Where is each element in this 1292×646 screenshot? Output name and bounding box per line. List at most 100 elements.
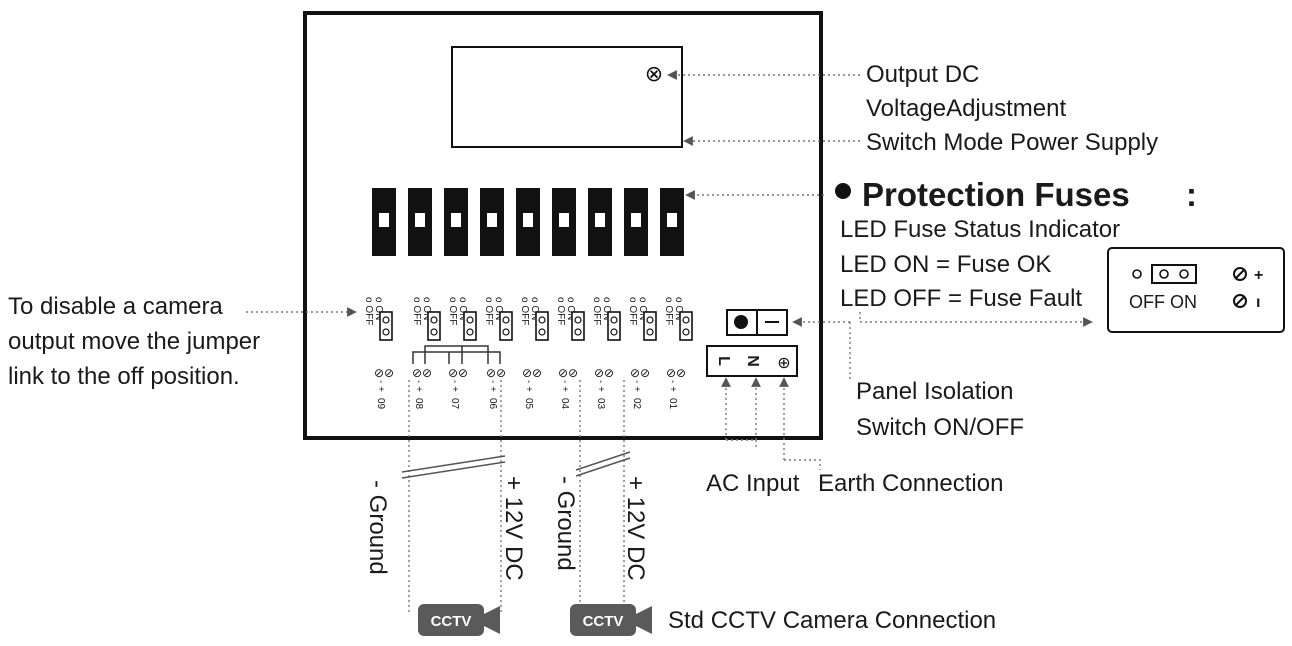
disable-label-line3: link to the off position. — [8, 363, 240, 390]
jumper-pin — [502, 316, 510, 324]
screw-terminals: ⊘⊘ — [666, 366, 686, 380]
jumper-link — [535, 311, 549, 341]
earth-connection-label: Earth Connection — [818, 470, 1003, 497]
jumper-off-label: o OFF — [663, 297, 674, 325]
fuse-08 — [408, 188, 432, 256]
output-terminal-04: ⊘⊘- +04 — [558, 366, 578, 410]
terminal-polarity: - + — [631, 380, 642, 392]
jumper-pin — [430, 328, 438, 336]
jumper-on-label: o ON — [493, 297, 504, 320]
jumper-pin — [646, 316, 654, 324]
output-terminal-09: ⊘⊘- +09 — [374, 366, 394, 410]
jumper-pin — [502, 328, 510, 336]
voltage-adjustment-label: VoltageAdjustment — [866, 95, 1066, 122]
ground-label-a: - Ground — [364, 480, 391, 575]
output-links — [412, 345, 501, 364]
jumper-link — [463, 311, 477, 341]
fuse-03 — [588, 188, 612, 256]
screw-terminals: ⊘⊘ — [594, 366, 614, 380]
jumper-off-label: o OFF — [627, 297, 638, 325]
neutral-terminal: N — [744, 355, 761, 367]
fuse-led-window — [595, 213, 605, 227]
jumper-pin — [382, 316, 390, 324]
output-terminal-07: ⊘⊘- +07 — [448, 366, 468, 410]
fuse-09 — [372, 188, 396, 256]
jumper-pin — [466, 316, 474, 324]
jumper-off-label: o OFF — [519, 297, 530, 325]
jumper-link — [679, 311, 693, 341]
output-terminal-05: ⊘⊘- +05 — [522, 366, 542, 410]
screw-terminals: ⊘⊘ — [522, 366, 542, 380]
jumper-pin — [574, 316, 582, 324]
screw-terminals: ⊘⊘ — [630, 366, 650, 380]
screw-terminals: ⊘⊘ — [412, 366, 432, 380]
output-dc-label: Output DC — [866, 61, 979, 88]
fuse-led-window — [415, 213, 425, 227]
switch-on-indicator — [734, 315, 748, 329]
jumper-on-label: o ON — [673, 297, 684, 320]
jumper-on-label: o ON — [457, 297, 468, 320]
output-terminal-06: ⊘⊘- +06 — [486, 366, 506, 410]
channel-number: 07 — [449, 398, 460, 410]
ground-label-b: - Ground — [552, 476, 579, 571]
cctv-camera-2: CCTV — [570, 604, 652, 636]
jumper-off-label: o OFF — [483, 297, 494, 325]
terminal-polarity: - + — [667, 380, 678, 392]
terminal-polarity: - + — [559, 380, 570, 392]
fuse-led-window — [523, 213, 533, 227]
channel-number: 04 — [559, 398, 570, 410]
jumper-off-label: o OFF — [555, 297, 566, 325]
jumper-pin — [538, 328, 546, 336]
channel-number: 06 — [487, 398, 498, 410]
protection-fuses — [372, 188, 684, 256]
fuse-led-window — [667, 213, 677, 227]
plus12-label-b: + 12V DC — [622, 476, 649, 581]
jumper-pin — [610, 316, 618, 324]
jumper-on-label: o ON — [373, 297, 384, 320]
jumper-pin — [610, 328, 618, 336]
jumper-on-label: o ON — [601, 297, 612, 320]
jumper-pin — [382, 328, 390, 336]
jumper-off-label: o OFF — [447, 297, 458, 325]
plus12-label-a: + 12V DC — [500, 476, 527, 581]
jumper-pin — [430, 316, 438, 324]
jumper-link — [571, 311, 585, 341]
fuse-04 — [552, 188, 576, 256]
legend-off-on: OFF ON — [1129, 292, 1197, 312]
output-terminals: ⊘⊘- +09⊘⊘- +08⊘⊘- +07⊘⊘- +06⊘⊘- +05⊘⊘- +… — [374, 366, 686, 410]
ac-terminal-block: L N ⊕ — [706, 345, 798, 377]
jumper-on-label: o ON — [565, 297, 576, 320]
camera-wires — [401, 380, 631, 612]
jumper-on-label: o ON — [421, 297, 432, 320]
fuse-02 — [624, 188, 648, 256]
protection-fuses-title: Protection Fuses — [862, 176, 1130, 213]
led-on-label: LED ON = Fuse OK — [840, 251, 1051, 278]
fuse-led-window — [631, 213, 641, 227]
jumper-link — [607, 311, 621, 341]
channel-number: 03 — [595, 398, 606, 410]
jumper-pin — [574, 328, 582, 336]
switch-mode-label: Switch Mode Power Supply — [866, 129, 1158, 156]
ac-input-label: AC Input — [706, 470, 800, 497]
cctv-camera-1: CCTV — [418, 604, 500, 636]
fuse-led-window — [559, 213, 569, 227]
channel-number: 01 — [667, 398, 678, 410]
output-terminal-02: ⊘⊘- +02 — [630, 366, 650, 410]
fuse-led-window — [451, 213, 461, 227]
panel-isolation-switch[interactable] — [726, 309, 788, 336]
terminal-polarity: - + — [413, 380, 424, 392]
led-fuse-status-label: LED Fuse Status Indicator — [840, 216, 1120, 243]
fuse-05 — [516, 188, 540, 256]
legend-plus: + — [1254, 267, 1263, 284]
fuse-led-window — [379, 213, 389, 227]
voltage-adjust-icon[interactable]: ⊗ — [645, 62, 663, 87]
